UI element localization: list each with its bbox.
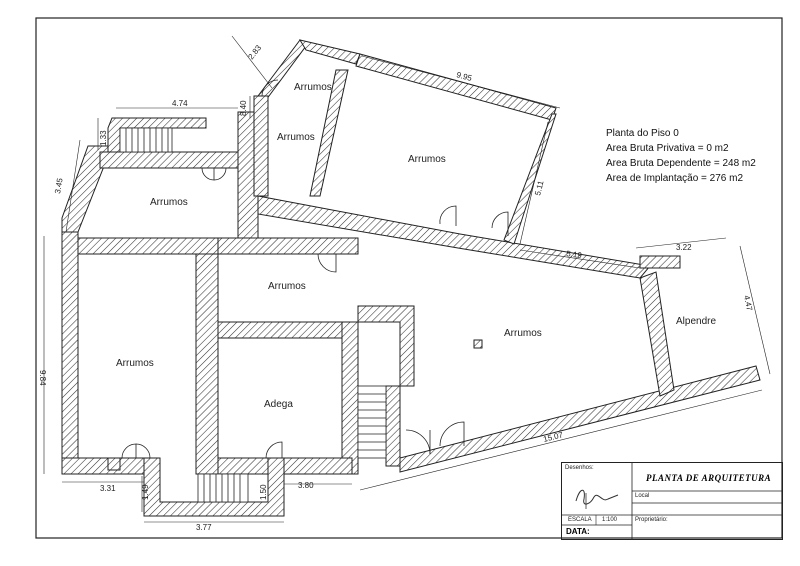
area-bruta-privativa: Area Bruta Privativa = 0 m2 (606, 143, 729, 154)
signature (575, 489, 619, 509)
room-arrumos-center: Arrumos (268, 281, 306, 292)
proprietario-label: Proprietário: (635, 517, 668, 523)
doors (121, 79, 509, 459)
column-mark (107, 457, 121, 471)
room-arrumos-upper-mid: Arrumos (277, 132, 315, 143)
room-arrumos-upper-large: Arrumos (408, 154, 446, 165)
dim-840: 8.40 (239, 100, 248, 116)
area-info: Planta do Piso 0 Area Bruta Privativa = … (606, 126, 756, 186)
area-implantacao: Area de Implantação = 276 m2 (606, 173, 744, 184)
room-arrumos-main: Arrumos (504, 328, 542, 339)
dim-995: 9.95 (455, 70, 473, 83)
room-arrumos-upper-small: Arrumos (294, 82, 332, 93)
data-label: DATA: (566, 527, 590, 536)
drawing-title: PLANTA DE ARQUITETURA (646, 473, 772, 483)
dim-447: 4.47 (742, 295, 754, 313)
dim-133: 1.33 (99, 130, 108, 146)
walls (61, 39, 761, 517)
dim-283: 2.83 (246, 43, 263, 61)
plan-title: Planta do Piso 0 (606, 128, 679, 139)
dim-474: 4.74 (172, 99, 188, 108)
stairs-top (119, 127, 173, 153)
stairs-right (357, 385, 387, 459)
desenhos-label: Desenhos: (565, 465, 594, 471)
stairs-bottom (197, 473, 249, 503)
escala-label: ESCALA (568, 517, 592, 523)
dim-345: 3.45 (53, 177, 65, 194)
room-adega: Adega (264, 399, 293, 410)
dim-149: 1.49 (141, 484, 150, 500)
center-marker (473, 339, 483, 349)
room-alpendre: Alpendre (676, 316, 716, 327)
sheet-border (35, 17, 783, 539)
title-block: Desenhos: PLANTA DE ARQUITETURA Local Pr… (561, 462, 783, 540)
area-bruta-dependente: Area Bruta Dependente = 248 m2 (606, 158, 756, 169)
dim-519: 5.19 (566, 249, 583, 260)
dim-377: 3.77 (196, 523, 212, 532)
escala-value: 1:100 (602, 517, 618, 523)
room-arrumos-left-top: Arrumos (150, 197, 188, 208)
room-arrumos-left-big: Arrumos (116, 358, 154, 369)
dim-380: 3.80 (298, 481, 314, 490)
title-block-grid (562, 463, 782, 539)
local-label: Local (635, 493, 650, 499)
dim-150: 1.50 (259, 484, 268, 500)
dimension-lines (43, 35, 771, 523)
dim-984: 9.84 (38, 370, 47, 386)
dim-322: 3.22 (676, 243, 692, 252)
dim-511: 5.11 (533, 179, 545, 196)
dim-331: 3.31 (100, 484, 116, 493)
